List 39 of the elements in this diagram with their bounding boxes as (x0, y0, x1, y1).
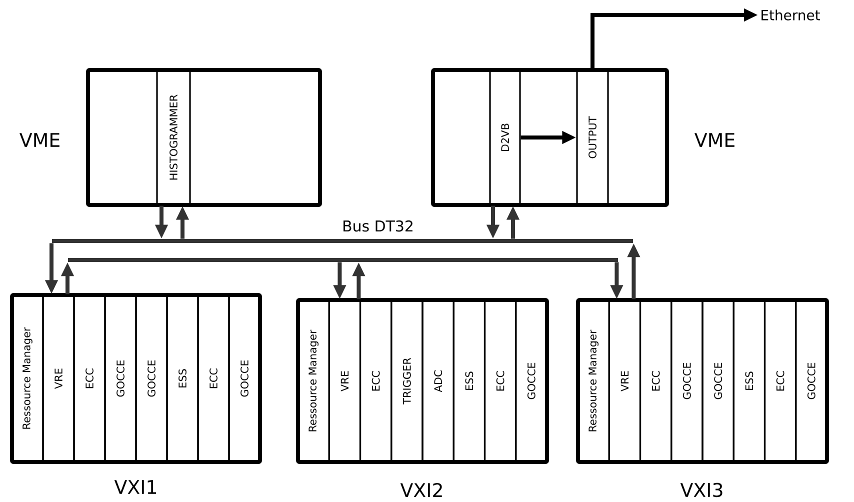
slot-module: GOCCE (135, 294, 168, 463)
crate-box (576, 298, 829, 464)
slot-module: OUTPUT (576, 69, 609, 206)
network-label: Ethernet (762, 10, 820, 20)
slot-module: GOCCE (515, 299, 548, 463)
slot-module: ADC (422, 299, 454, 463)
crate-box (431, 68, 669, 207)
bus-label: Bus DT32 (344, 220, 412, 232)
slot-module: ECC (764, 299, 797, 463)
crate-label: VME (694, 133, 734, 147)
slot-module: VRE (42, 294, 75, 463)
crate-box (86, 68, 322, 207)
slot-module: ECC (359, 299, 392, 463)
slot-module: Ressource Manager (11, 294, 44, 463)
slot-module: ECC (484, 299, 517, 463)
crate-box (10, 292, 262, 464)
slot-module: ESS (452, 299, 486, 463)
slot-module: GOCCE (104, 294, 137, 463)
crate-label: VME (20, 133, 60, 147)
slot-module: GOCCE (228, 294, 261, 463)
slot-module: TRIGGER (390, 299, 424, 463)
slot-module: ECC (639, 299, 672, 463)
crate-label: VXI2 (400, 482, 442, 497)
slot-module: D2VB (489, 69, 521, 206)
crate-box (296, 298, 549, 464)
crate-label: VXI1 (114, 480, 156, 494)
slot-module: ECC (73, 294, 106, 463)
slot-module: ECC (197, 294, 230, 463)
slot-module: VRE (608, 299, 642, 463)
slot-module: VRE (328, 299, 362, 463)
slot-module: GOCCE (795, 299, 828, 463)
slot-module: ESS (166, 294, 199, 463)
slot-module: GOCCE (702, 299, 734, 463)
slot-module: HISTOGRAMMER (156, 69, 191, 206)
slot-module: Ressource Manager (297, 299, 330, 463)
crate-label: VXI3 (680, 482, 722, 498)
slot-module: ESS (732, 299, 766, 463)
slot-module: GOCCE (670, 299, 704, 463)
slot-module: Ressource Manager (577, 299, 610, 463)
